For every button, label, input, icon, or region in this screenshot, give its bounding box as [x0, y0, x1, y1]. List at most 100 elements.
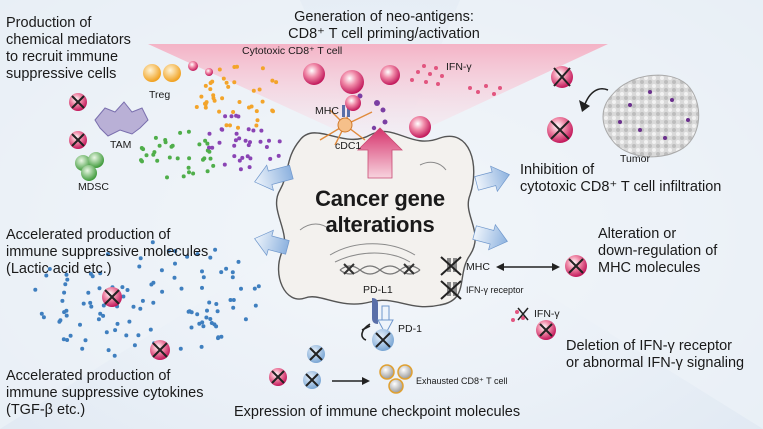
- mediator-dot: [247, 165, 252, 170]
- tumor-antigen-dots: [618, 90, 690, 140]
- mediator-dot: [199, 94, 204, 99]
- mediator-dot: [246, 127, 251, 132]
- mediator-dot: [199, 344, 204, 349]
- mediator-dot: [62, 290, 67, 295]
- mediator-dot: [208, 317, 213, 321]
- mediator-dot: [256, 284, 261, 289]
- organelle-line: [329, 243, 416, 256]
- mediator-dot: [210, 79, 215, 84]
- mediator-dot: [251, 88, 256, 93]
- mediator-dot: [127, 319, 132, 324]
- mediator-dot: [96, 317, 101, 322]
- mhc-alteration-text: Alteration or down-regulation of MHC mol…: [598, 226, 718, 276]
- mediator-dot: [224, 266, 229, 271]
- mediator-dot: [178, 346, 183, 351]
- mediator-dot: [243, 138, 248, 143]
- mediator-dot: [211, 163, 216, 168]
- exhausted-t-cells-right: [379, 364, 413, 394]
- cdc1-nucleus: [337, 117, 353, 133]
- mediator-dot: [138, 306, 143, 311]
- mediator-dot: [202, 156, 207, 161]
- mediator-dot: [233, 138, 238, 143]
- mediator-dot: [138, 256, 143, 261]
- ifn-gamma-dots-top: [410, 64, 502, 96]
- mediator-dot: [257, 87, 262, 92]
- mediator-dot: [203, 83, 208, 88]
- ifn-receptor-label: IFN-γ receptor: [466, 285, 524, 295]
- mediator-dot: [203, 105, 208, 110]
- mediator-dot: [65, 338, 70, 342]
- mediator-dot: [264, 145, 269, 149]
- mediator-dot: [105, 252, 110, 257]
- mediator-dot: [217, 67, 222, 72]
- mediator-dot: [207, 131, 212, 136]
- mediator-dot: [157, 143, 162, 148]
- mediator-dot: [159, 268, 164, 273]
- exhausted-t-cells-left: [269, 345, 325, 389]
- mediator-dot: [245, 154, 250, 159]
- mediator-dot: [112, 353, 117, 358]
- suppressive-molecules-text: Accelerated production of immune suppres…: [6, 227, 209, 277]
- mediator-dot: [165, 175, 169, 180]
- mediator-dot: [204, 315, 209, 320]
- mediator-dot: [150, 240, 155, 245]
- organelle-line: [299, 223, 331, 231]
- mediator-dot: [236, 114, 241, 119]
- mediator-dot: [98, 271, 103, 276]
- mediator-dot: [166, 248, 171, 253]
- mediator-dot: [101, 303, 106, 308]
- mediator-dot: [232, 154, 237, 159]
- mediator-dot: [208, 87, 213, 92]
- mediator-dot: [39, 311, 44, 316]
- mediator-dot: [125, 288, 130, 292]
- blocked-t-cell-ifn: [536, 320, 556, 340]
- mediator-dot: [64, 272, 69, 277]
- mediator-dot: [232, 65, 237, 69]
- cytotoxic-t-cells: [188, 61, 431, 138]
- treg-label: Treg: [149, 89, 171, 101]
- mediator-dot: [88, 300, 93, 305]
- mediator-dot: [224, 123, 229, 128]
- arrow-head-icon: [552, 263, 560, 271]
- mediator-dot: [170, 143, 175, 148]
- mediator-dot: [246, 143, 251, 148]
- mediator-dot: [153, 135, 158, 140]
- pd1-label: PD-1: [398, 323, 422, 335]
- mediator-dot: [200, 269, 204, 274]
- mediator-dot: [213, 247, 218, 252]
- mediator-dot: [267, 138, 271, 143]
- ifn-receptor-altered-icon: [440, 280, 462, 300]
- up-arrow-icon: [357, 127, 403, 179]
- mediator-dot: [173, 249, 178, 254]
- pdl1-label: PD-L1: [363, 284, 393, 296]
- mediator-dot: [260, 66, 265, 71]
- mediator-dot: [81, 301, 86, 306]
- blocked-cell-icon: [69, 131, 87, 149]
- mediator-dot: [223, 114, 228, 119]
- mediator-dot: [132, 343, 137, 348]
- blocked-cell-icon: [69, 93, 87, 111]
- exhausted-label: Exhausted CD8⁺ T cell: [416, 376, 508, 386]
- purple-mediator-dots: [207, 113, 282, 172]
- chem-mediators-text: Production of chemical mediators to recr…: [6, 15, 131, 82]
- mediator-dot: [211, 93, 216, 98]
- ifn-right-label: IFN-γ: [534, 308, 560, 320]
- treg-cells-icon: [143, 64, 181, 82]
- mediator-dot: [231, 305, 236, 310]
- mediator-dot: [136, 333, 141, 338]
- mediator-dot: [238, 167, 243, 172]
- mediator-dot: [104, 330, 109, 335]
- cross-icon: [517, 307, 529, 321]
- mediator-dot: [232, 143, 237, 148]
- mediator-dot: [140, 298, 145, 303]
- mediator-dot: [64, 313, 69, 318]
- mediator-dot: [86, 290, 91, 295]
- mediator-dot: [255, 118, 260, 123]
- mediator-dot: [175, 156, 180, 161]
- mhc-small-label: MHC: [315, 105, 339, 117]
- mediator-dot: [251, 128, 256, 133]
- mediator-dot: [131, 304, 136, 309]
- tam-macrophage-icon: [94, 101, 149, 137]
- mediator-dot: [216, 335, 221, 340]
- ifn-top-label: IFN-γ: [446, 61, 472, 73]
